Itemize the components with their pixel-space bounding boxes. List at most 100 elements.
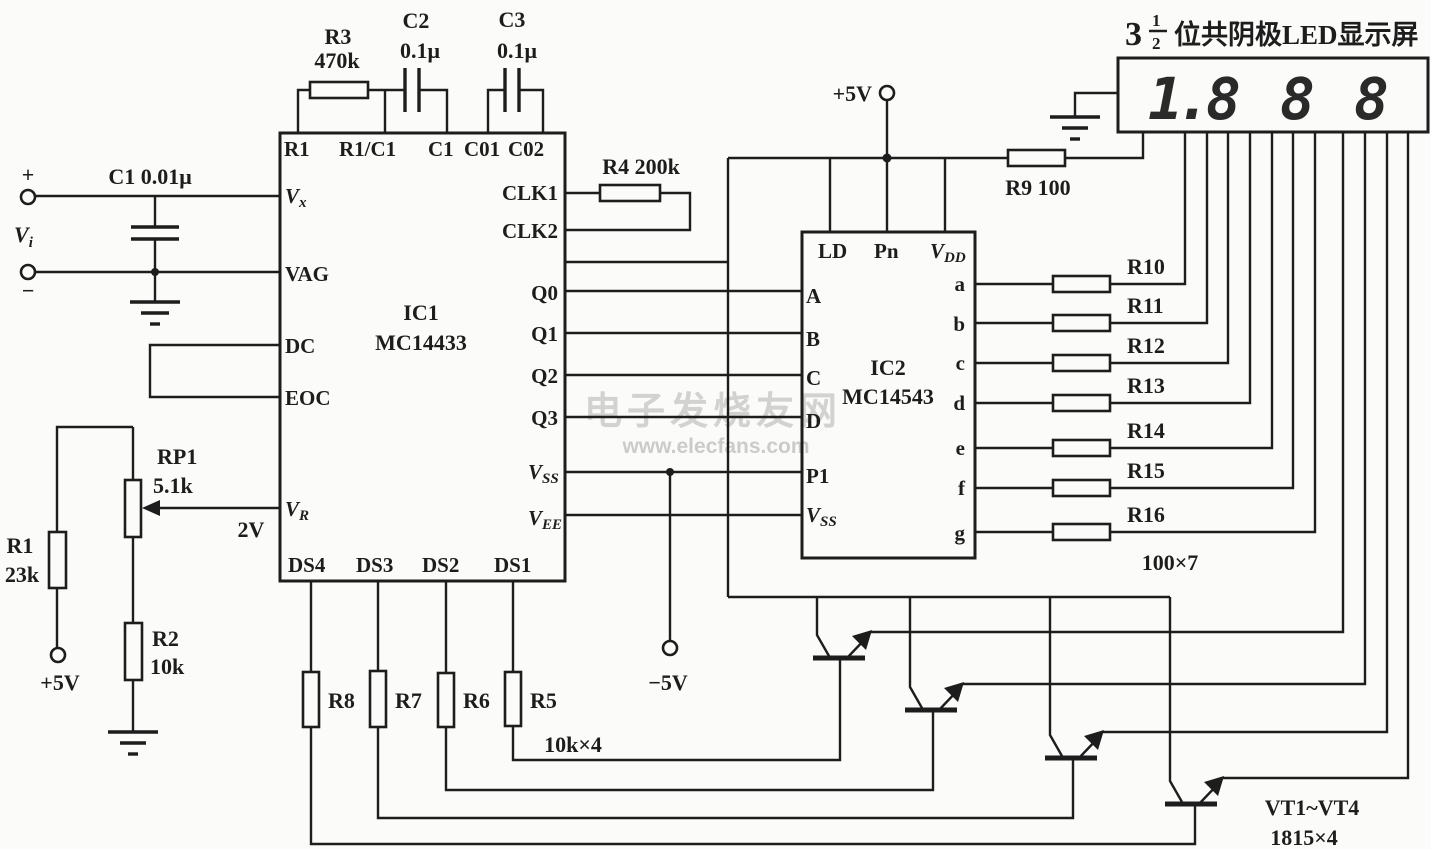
driver-transistors: VT1~VT4 1815×4 — [728, 132, 1410, 849]
wire-p5v-bus — [728, 132, 1145, 160]
display-title: 3 1 2 位共阴极LED显示屏 — [1125, 11, 1419, 53]
reference-divider: R1 23k +5V RP1 5.1k 2V R2 10k — [5, 425, 280, 756]
r1-ref: R1 — [7, 533, 34, 558]
vt1-transistor — [813, 132, 1345, 661]
watermark-url: www.elecfans.com — [621, 435, 809, 458]
display-ground — [1050, 91, 1118, 141]
wire-seg-e — [975, 132, 1274, 450]
ic1-pin-c01: C01 — [464, 137, 500, 161]
ic2-pin-seg-g: g — [955, 521, 966, 545]
ic1-pin-q1: Q1 — [531, 322, 558, 346]
minus-sign: − — [22, 278, 35, 303]
ic1-pin-vee: VEE — [528, 506, 562, 533]
vt1-emitter-arrow — [852, 630, 872, 650]
bcd-lines: −5V — [565, 289, 802, 695]
p5v-left-terminal — [49, 646, 67, 664]
r14-resistor — [1051, 438, 1112, 458]
ic2-pin-ld: LD — [818, 239, 847, 263]
digit-resistor-note: 10k×4 — [544, 732, 602, 757]
ic1-pin-ds2: DS2 — [422, 553, 459, 577]
r12-label: R12 — [1127, 333, 1165, 358]
title-frac-num: 1 — [1152, 11, 1161, 30]
r5-label: R5 — [530, 688, 557, 713]
r12-resistor — [1051, 353, 1112, 373]
transistor-range-label: VT1~VT4 — [1265, 795, 1360, 820]
wire-ds4-vt4 — [309, 581, 1197, 846]
ic1-box — [278, 131, 567, 583]
ic1-pin-ds3: DS3 — [356, 553, 393, 577]
r4-resistor — [598, 183, 662, 203]
ic1-block: IC1 MC14433 R1 R1/C1 C1 C01 C02 Vx VAG D… — [278, 131, 567, 583]
plus-sign: + — [22, 162, 35, 187]
ic2-pin-b: B — [806, 327, 820, 351]
vt3-emitter-arrow — [1084, 730, 1104, 750]
r15-resistor — [1051, 478, 1112, 498]
r16-resistor — [1051, 522, 1112, 542]
vt2-collector — [908, 597, 924, 709]
c2-ref: C2 — [403, 8, 430, 33]
vt2-transistor — [905, 132, 1367, 713]
ic1-pin-ds1: DS1 — [494, 553, 531, 577]
digit-resistors: R5 R6 R7 R8 10k×4 — [301, 581, 1197, 846]
ic2-pin-seg-b: b — [953, 312, 965, 336]
vi-plus-terminal — [19, 188, 37, 206]
vt3-collector — [1048, 597, 1064, 757]
r8-label: R8 — [328, 688, 355, 713]
r10-label: R10 — [1127, 254, 1165, 279]
wire-ds3-vt3 — [376, 581, 1075, 820]
ic2-pin-vss: VSS — [806, 503, 837, 530]
p5v-label: +5V — [833, 81, 873, 106]
wire-ds1-vt1 — [511, 581, 842, 762]
ic2-ref: IC2 — [870, 355, 905, 380]
wire-seg-b — [975, 132, 1209, 325]
wire-rc-top — [296, 88, 545, 133]
ic2-pin-d: D — [806, 409, 821, 433]
vi-label: Vi — [14, 222, 34, 251]
ic2-pin-c: C — [806, 366, 821, 390]
vt2-emitter-arrow — [944, 682, 964, 702]
wire-ds2-vt2 — [444, 581, 935, 792]
rp1-potentiometer — [123, 478, 143, 539]
ic1-pin-r1: R1 — [284, 137, 310, 161]
ic2-pin-seg-e: e — [956, 436, 965, 460]
ic2-pin-p1: P1 — [806, 464, 829, 488]
wire-vt1-cathode — [870, 132, 1345, 634]
vt4-collector — [1168, 597, 1184, 803]
r7-resistor — [368, 669, 388, 729]
ic2-pin-seg-a: a — [955, 272, 966, 296]
ic1-pin-clk2: CLK2 — [502, 219, 558, 243]
input-section: + − Vi C1 0.01μ — [14, 162, 280, 399]
r7-label: R7 — [395, 688, 422, 713]
r3-value: 470k — [314, 48, 360, 73]
r3-resistor — [308, 80, 370, 100]
rp1-value: 5.1k — [153, 473, 194, 498]
ic2-pin-seg-d: d — [953, 391, 965, 415]
c3-ref: C3 — [499, 7, 526, 32]
ref-2v-label: 2V — [238, 517, 265, 542]
r2-value: 10k — [150, 654, 185, 679]
segment-resistor-note: 100×7 — [1142, 550, 1199, 575]
r2-ref: R2 — [152, 626, 179, 651]
vt1-collector — [815, 597, 831, 657]
vt4-transistor — [1165, 132, 1410, 807]
ic1-pin-dc: DC — [285, 334, 315, 358]
ic2-pin-seg-c: c — [956, 351, 965, 375]
c2-value: 0.1μ — [400, 38, 441, 63]
vt4-emitter-arrow — [1204, 776, 1224, 796]
rp1-wiper-arrow — [142, 500, 160, 516]
r1-value: 23k — [5, 562, 40, 587]
r4-label: R4 200k — [602, 154, 680, 179]
wire-vt4-cathode — [1222, 132, 1410, 780]
ic2-part: MC14543 — [842, 384, 934, 409]
r1-resistor — [47, 530, 68, 590]
wire-seg-f — [975, 132, 1295, 490]
segment-resistors: R10 R11 R12 R13 R14 R15 R16 100×7 — [975, 132, 1317, 575]
r14-label: R14 — [1127, 418, 1165, 443]
ic1-part: MC14433 — [375, 330, 467, 355]
r3-ref: R3 — [325, 24, 352, 49]
c1-label: C1 0.01μ — [108, 164, 192, 189]
wire-seg-g — [975, 132, 1317, 534]
p5v-terminal — [878, 84, 896, 102]
